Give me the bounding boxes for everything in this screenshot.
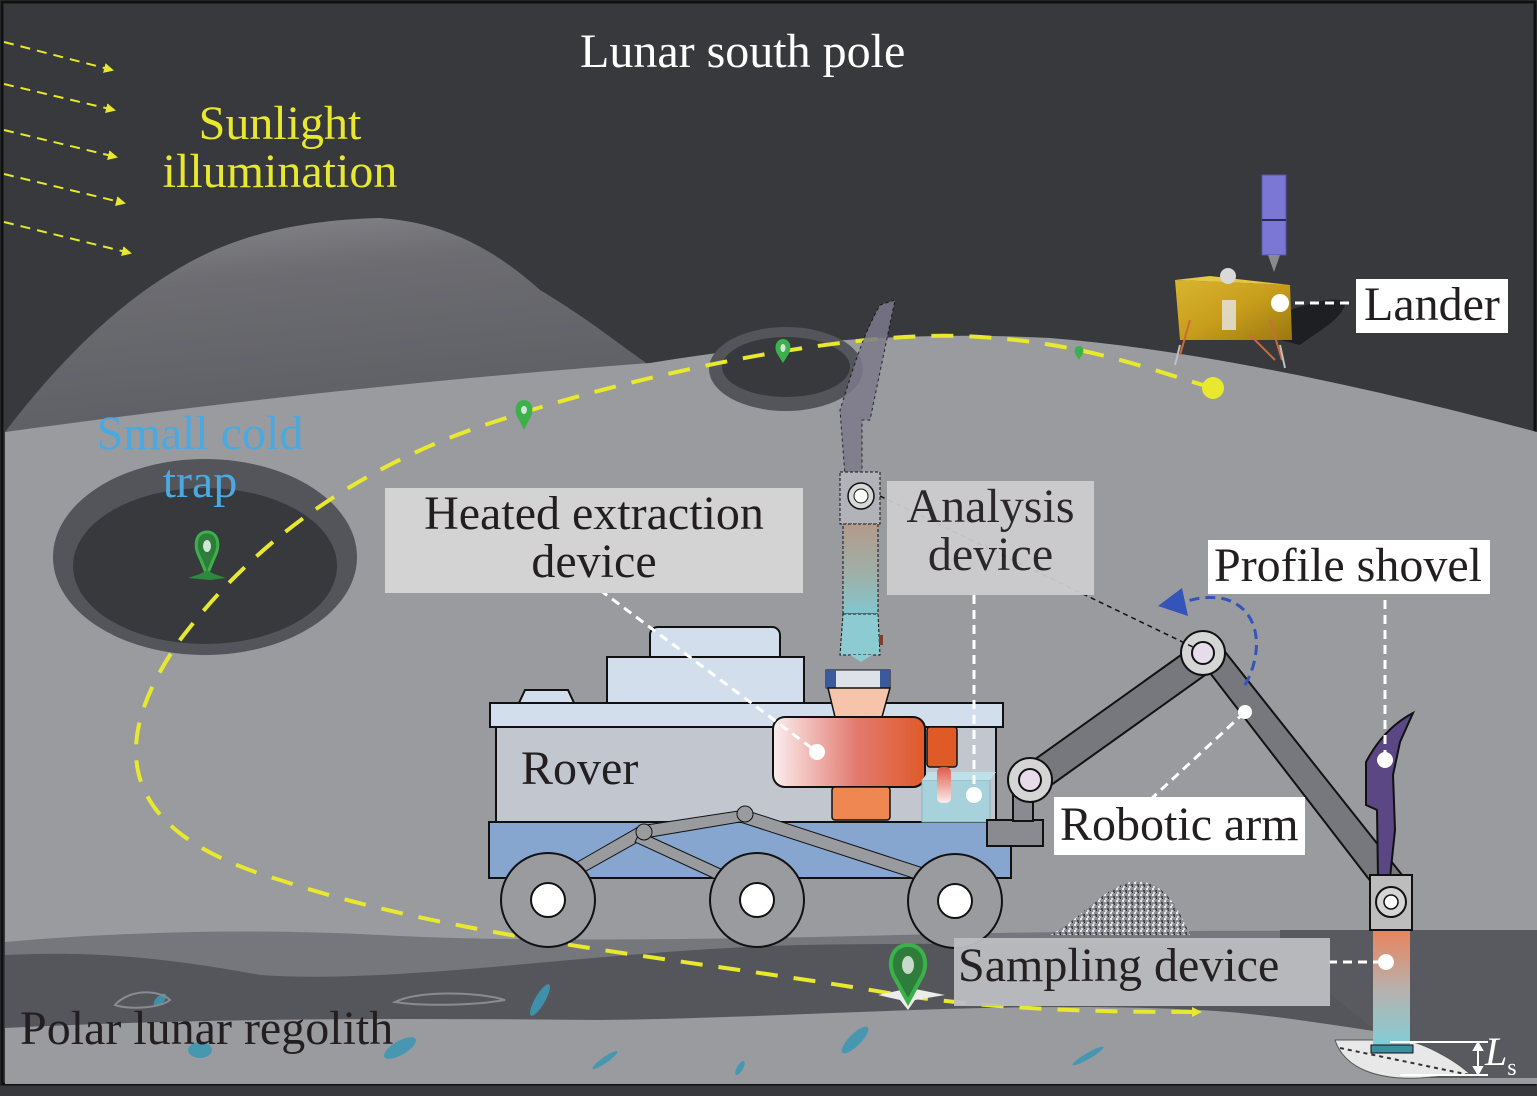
sun-ray-icon [3,221,132,256]
page-title: Lunar south pole [580,25,906,78]
analysis-line2: device [927,528,1054,581]
analysis-probe [825,471,891,689]
shovel-ghost [839,299,896,476]
sunlight-label: Sunlight illumination [140,100,420,196]
soil-pile [1050,881,1190,935]
sampling-device [1334,874,1472,1079]
sampling-device-label: Sampling device [954,938,1330,1006]
analysis-label: Analysis device [887,481,1094,595]
sun-ray-icon [3,173,126,206]
ls-symbol: L [1485,1029,1508,1074]
leader-dots [809,294,1394,970]
cold-trap-label-line2: trap [162,455,238,508]
rover-traverse-path [134,333,1214,1017]
leader-lines [599,301,1387,964]
profile-shovel-label: Profile shovel [1208,540,1490,594]
sun-ray-icon [3,41,114,73]
ice-patches [153,984,1104,1076]
analysis-line1: Analysis [906,480,1075,533]
curved-arrow-icon [1158,588,1258,686]
map-pin-icon [515,400,533,430]
sunlight-rays [3,41,132,256]
heated-extraction-line2: device [531,535,657,588]
ls-subscript: s [1507,1055,1517,1081]
cold-trap-label-line1: Small cold [96,407,304,460]
map-pin-icon [188,530,226,580]
map-pin-icon [878,942,945,1010]
cold-trap-label: Small cold trap [60,410,340,506]
regolith-band-3 [5,1006,1537,1084]
regolith-label: Polar lunar regolith [20,1002,394,1055]
heated-extraction-label: Heated extraction device [385,488,803,593]
ls-label: Ls [1485,1029,1517,1081]
rover-label: Rover [521,742,639,795]
sunlight-label-line2: illumination [162,145,398,198]
lander-label: Lander [1356,279,1508,333]
regolith-outlines [113,991,506,1009]
robotic-arm-label: Robotic arm [1054,797,1305,855]
path-start-dot [1202,377,1224,399]
lander [1174,174,1345,369]
robotic-arm [1007,630,1412,902]
sun-ray-icon [3,129,118,160]
map-pin-icon [1074,346,1084,360]
upper-crater [709,327,863,411]
sunlight-label-line1: Sunlight [198,97,362,150]
profile-shovel [1365,710,1416,879]
sun-ray-icon [3,83,116,114]
rover [488,626,1044,949]
depth-dimension [1390,1040,1488,1077]
map-pin-icon [775,339,791,363]
heated-extraction-line1: Heated extraction [424,487,764,540]
